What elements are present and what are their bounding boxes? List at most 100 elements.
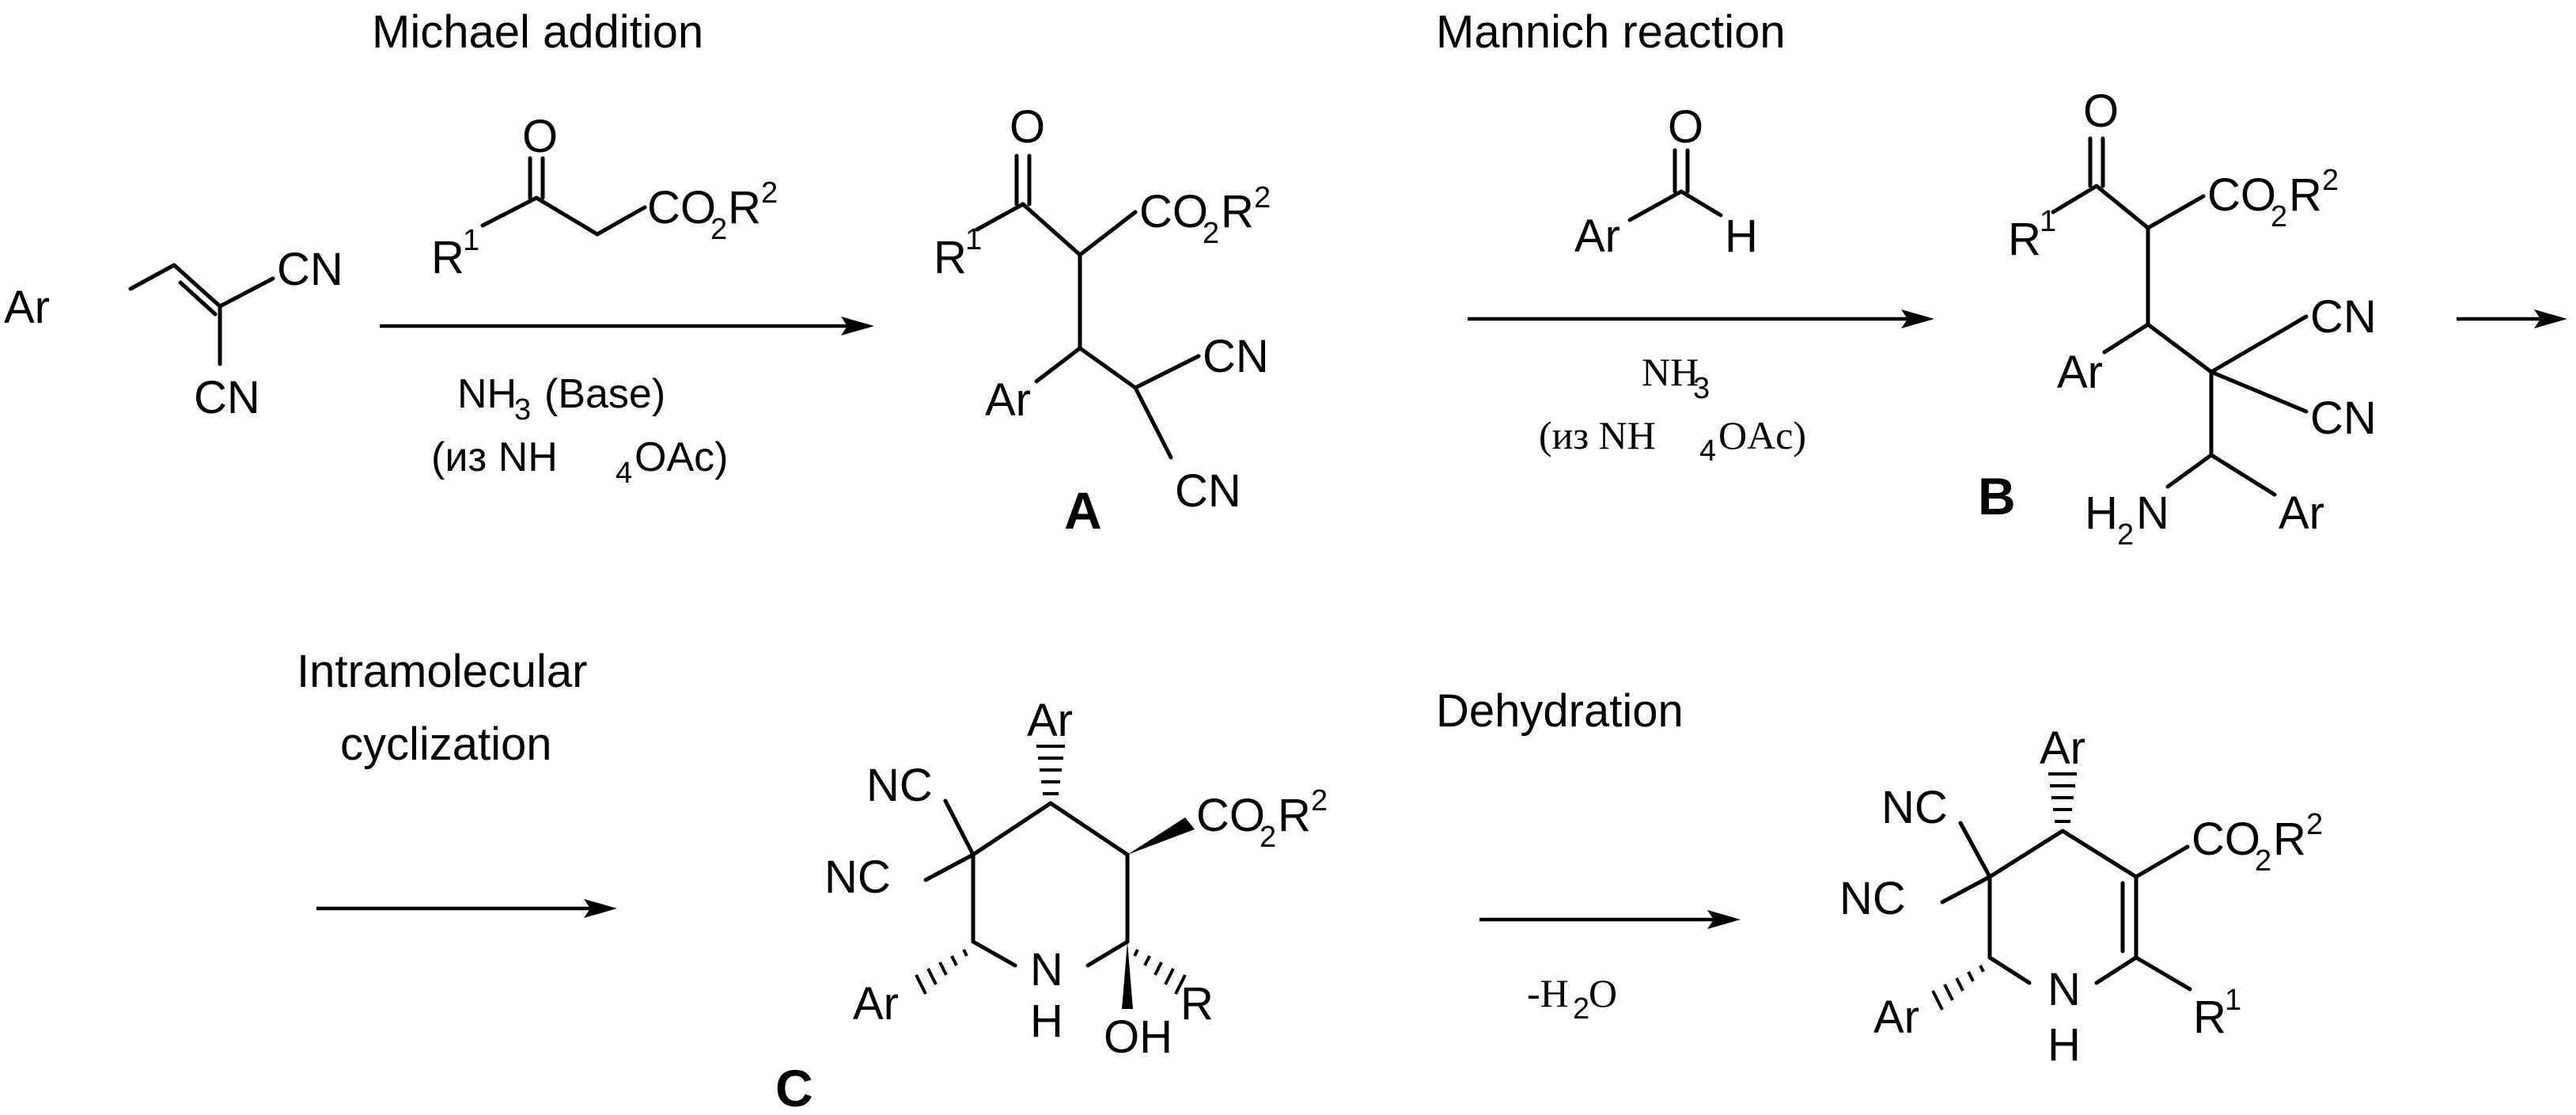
atom-cn: CN (2310, 291, 2377, 343)
atom-ar: Ar (2040, 722, 2085, 774)
index-2: 2 (2271, 200, 2287, 233)
atom-h: H (2085, 487, 2118, 539)
condition-source-prefix: (из NH (431, 434, 558, 480)
index-3: 3 (514, 393, 531, 427)
compound-label-c: C (775, 1059, 813, 1115)
atom-r: R (1278, 790, 1311, 841)
atom-ar: Ar (985, 374, 1031, 426)
index-3: 3 (1693, 372, 1710, 405)
atom-co: CO (647, 182, 716, 233)
atom-n: N (2136, 487, 2169, 539)
atom-co: CO (2207, 169, 2276, 221)
condition-source-suffix: OAc) (1718, 413, 1806, 457)
reagent-nh3: NH (1642, 350, 1699, 394)
reaction-arrow-4 (316, 899, 617, 918)
conditions-step-1: NH 3 (Base) (из NH 4 OAc) (431, 371, 728, 490)
index-2: 2 (1254, 181, 1271, 214)
conditions-step-2: NH 3 (из NH 4 OAc) (1539, 350, 1806, 468)
atom-r: R (2289, 169, 2322, 221)
atom-h: H (1725, 210, 1758, 262)
atom-ar: Ar (1027, 695, 1073, 746)
atom-n: N (1030, 944, 1063, 996)
atom-oh: OH (1104, 1011, 1172, 1063)
step-label-michael-addition: Michael addition (372, 6, 703, 58)
hashed-wedge (915, 949, 968, 995)
molecule-arylidenemalononitrile: Ar CN CN (4, 244, 343, 423)
index-2: 2 (2117, 518, 2134, 552)
atom-r1: R (2193, 992, 2226, 1043)
atom-ar: Ar (1873, 992, 1919, 1043)
hashed-wedge (2048, 772, 2077, 823)
compound-label-b: B (1978, 467, 2016, 525)
molecule-beta-ketoester: O R 1 CO 2 R 2 (431, 111, 778, 283)
condition-water-loss: -H (1527, 971, 1569, 1015)
step-label-dehydration: Dehydration (1436, 685, 1684, 737)
index-2: 2 (1573, 992, 1589, 1026)
index-2: 2 (1260, 821, 1276, 854)
atom-r: R (728, 182, 761, 233)
atom-ar: Ar (853, 978, 899, 1030)
index-2: 2 (761, 176, 778, 210)
atom-cn: CN (2310, 393, 2377, 444)
index-2: 2 (710, 213, 727, 246)
index-2: 2 (2255, 844, 2271, 878)
atom-o: O (522, 111, 558, 162)
atom-r1: R (934, 232, 967, 283)
atom-nc: NC (1839, 873, 1906, 924)
index-1: 1 (965, 223, 982, 256)
condition-source-suffix: OAc) (635, 434, 728, 480)
index-4: 4 (1699, 434, 1716, 468)
atom-r: R (2273, 813, 2306, 865)
molecule-intermediate-b: O R 1 CO 2 R 2 Ar CN CN H 2 N Ar B (1978, 85, 2377, 552)
atom-ar: Ar (2279, 487, 2324, 539)
hashed-wedge (1931, 965, 1985, 1011)
atom-co: CO (1139, 186, 1208, 237)
step-label-mannich-reaction: Mannich reaction (1436, 6, 1786, 58)
index-2: 2 (2306, 808, 2323, 841)
atom-o: O (2083, 85, 2119, 137)
atom-h: H (2048, 1019, 2081, 1071)
atom-nc: NC (824, 851, 891, 903)
hashed-wedge (1036, 745, 1065, 795)
step-label-cyclization-line2: cyclization (340, 719, 552, 770)
atom-ar: Ar (4, 282, 50, 333)
index-4: 4 (616, 457, 632, 490)
step-label-cyclization-line1: Intramolecular (297, 646, 587, 697)
atom-o: O (1010, 101, 1045, 153)
index-2: 2 (1311, 784, 1328, 817)
condition-base: (Base) (544, 371, 665, 417)
atom-ar: Ar (2057, 347, 2103, 398)
atom-r: R (1180, 978, 1214, 1030)
atom-r1: R (431, 232, 464, 283)
hashed-wedge (1133, 949, 1187, 995)
index-2: 2 (1203, 217, 1219, 250)
atom-cn: CN (194, 372, 260, 423)
bold-wedge (1127, 817, 1195, 855)
bold-wedge (1122, 942, 1133, 1009)
atom-cn: CN (1175, 465, 1241, 517)
atom-r1: R (2008, 214, 2041, 265)
atom-n: N (2048, 964, 2081, 1015)
atom-cn: CN (277, 244, 343, 295)
reaction-arrow-5 (1479, 910, 1741, 929)
atom-nc: NC (866, 760, 933, 811)
index-2: 2 (2322, 164, 2339, 197)
reagent-nh3: NH (457, 371, 517, 417)
reaction-arrow-1 (380, 317, 874, 336)
molecule-intermediate-a: O R 1 CO 2 R 2 Ar CN CN A (934, 101, 1271, 540)
condition-water-o: O (1589, 971, 1617, 1015)
reaction-arrow-3 (2457, 309, 2567, 328)
atom-ar: Ar (1574, 210, 1620, 262)
molecule-final-product: Ar NC NC CO 2 R 2 Ar N H R 1 (1839, 722, 2323, 1071)
atom-co: CO (2191, 813, 2260, 865)
condition-source-prefix: (из NH (1539, 413, 1656, 457)
atom-r: R (1221, 186, 1254, 237)
atom-h: H (1030, 996, 1063, 1047)
atom-co: CO (1196, 790, 1265, 841)
reaction-arrow-2 (1468, 309, 1934, 328)
atom-nc: NC (1881, 782, 1948, 833)
compound-label-a: A (1064, 481, 1102, 540)
atom-o: O (1668, 101, 1703, 153)
molecule-intermediate-c: Ar NC NC CO 2 R 2 Ar N H OH R C (775, 695, 1328, 1115)
